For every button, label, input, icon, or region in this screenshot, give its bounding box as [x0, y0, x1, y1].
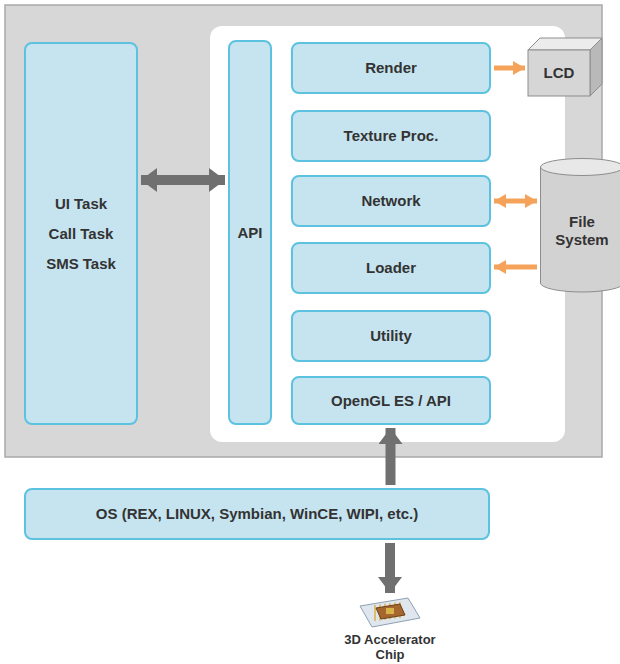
system-panel: [5, 5, 602, 457]
os-box: OS (REX, LINUX, Symbian, WinCE, WIPI, et…: [24, 488, 490, 540]
storage-cylinder: File System: [540, 158, 620, 292]
node-content: OpenGL ES / API: [293, 378, 489, 423]
chip-icon: 3D Accelerator Chip: [330, 596, 450, 662]
module-box: Loader: [291, 242, 491, 294]
chip-card: [360, 598, 420, 627]
node-label: Utility: [370, 327, 412, 345]
data-arrow: [385, 543, 395, 593]
module-box: Network: [291, 175, 491, 227]
node-label: Call Task: [49, 225, 114, 243]
node-label: Network: [361, 192, 420, 210]
node-content: OS (REX, LINUX, Symbian, WinCE, WIPI, et…: [26, 490, 488, 538]
io-arrow: [494, 265, 537, 270]
cylinder-body: [541, 167, 620, 292]
lcd-device: LCD: [528, 38, 602, 96]
node-label: API: [237, 224, 262, 242]
node-content: Texture Proc.: [293, 112, 489, 160]
node-label: OpenGL ES / API: [331, 392, 451, 410]
node-content: Loader: [293, 244, 489, 292]
cube-top: [528, 38, 602, 50]
cube-front: [528, 50, 590, 96]
node-content: LCD: [528, 38, 602, 96]
engine-panel: [210, 26, 565, 442]
node-label: File System: [544, 213, 620, 249]
module-box: Utility: [291, 310, 491, 362]
data-arrow: [386, 428, 396, 485]
task-box: UI TaskCall TaskSMS Task: [24, 42, 138, 425]
node-label: Render: [365, 59, 417, 77]
node-label: Loader: [366, 259, 416, 277]
io-arrow: [494, 66, 525, 71]
node-label: OS (REX, LINUX, Symbian, WinCE, WIPI, et…: [96, 505, 418, 523]
module-box: Texture Proc.: [291, 110, 491, 162]
node-label: Texture Proc.: [344, 127, 439, 145]
node-label: 3D Accelerator Chip: [335, 633, 445, 662]
api-box: API: [228, 40, 272, 425]
node-content: File System: [540, 158, 620, 292]
node-label: SMS Task: [46, 255, 116, 273]
chip-core: [386, 608, 394, 614]
node-content: Utility: [293, 312, 489, 360]
node-label: LCD: [544, 64, 575, 82]
node-content: Network: [293, 177, 489, 225]
cylinder-top: [541, 159, 620, 176]
node-content: API: [230, 42, 270, 423]
node-content: Render: [293, 44, 489, 92]
node-content: UI TaskCall TaskSMS Task: [26, 44, 136, 423]
cube-side: [590, 38, 602, 96]
io-arrow: [494, 199, 537, 204]
node-label: UI Task: [55, 195, 107, 213]
node-content: 3D Accelerator Chip: [330, 596, 450, 662]
module-box: Render: [291, 42, 491, 94]
module-box: OpenGL ES / API: [291, 376, 491, 425]
data-arrow: [141, 175, 225, 185]
chip-die: [376, 604, 405, 619]
